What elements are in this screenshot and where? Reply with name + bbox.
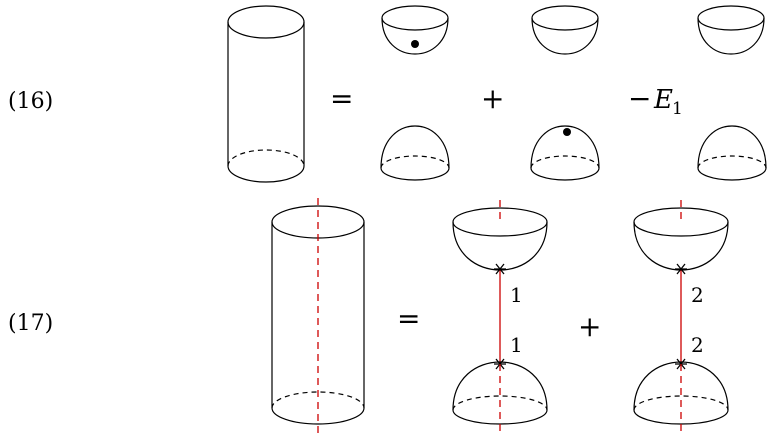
plus-sign-17: + (578, 310, 601, 343)
plus-sign-16: + (481, 82, 504, 115)
split-cap-cup-17-a: 1 1 (452, 200, 548, 436)
split-cap-cup-17-b: 2 2 (633, 200, 729, 436)
puncture-index-top: 1 (510, 283, 523, 307)
equation-label-16: (16) (8, 89, 53, 114)
cup-bottom-16-a (380, 125, 450, 181)
cap-top-16-b (531, 5, 599, 55)
equals-sign-16: = (330, 82, 353, 115)
cylinder-17 (271, 198, 365, 436)
cup-bottom-16-c (697, 125, 767, 181)
cap-top-16-c (697, 5, 765, 55)
equals-sign-17: = (397, 302, 420, 335)
puncture-star (494, 263, 506, 275)
cylinder-16 (227, 5, 305, 183)
puncture-star (675, 263, 687, 275)
puncture-index-top: 2 (691, 283, 704, 307)
coefficient-E: E (653, 85, 673, 115)
cup-with-dot-bottom-16 (530, 125, 600, 181)
minus-sign-16: − (628, 82, 651, 115)
dot-marker (411, 40, 419, 48)
cap-with-dot-top-16 (381, 5, 449, 55)
coefficient-subscript: 1 (672, 99, 683, 119)
dot-marker (563, 128, 571, 136)
puncture-index-bottom: 2 (691, 333, 704, 357)
equation-label-17: (17) (8, 311, 53, 336)
puncture-index-bottom: 1 (510, 333, 523, 357)
